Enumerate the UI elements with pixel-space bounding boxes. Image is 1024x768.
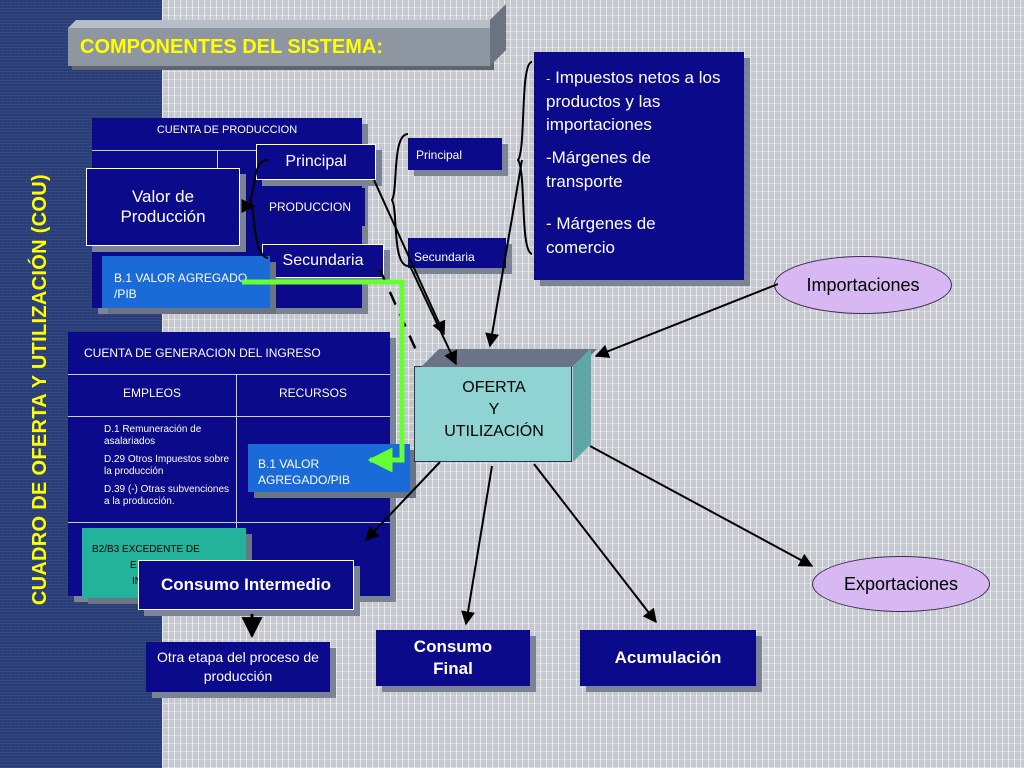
acumulacion-text: Acumulación (614, 648, 722, 667)
valor-agregado-bottom-text: B.1 VALOR AGREGADO/PIB (258, 457, 351, 487)
produccion-label: PRODUCCION (268, 200, 351, 214)
recursos-header: RECURSOS (278, 386, 347, 400)
valor-produccion-box: Valor de Producción (86, 168, 240, 246)
otra-etapa-box: Otra etapa del proceso de producción (146, 642, 330, 692)
small-secundaria-box: Secundaria (408, 238, 506, 268)
oferta-line-1: OFERTA (462, 379, 526, 396)
exportaciones-text: Exportaciones (843, 573, 959, 594)
produccion-label-box: PRODUCCION (255, 188, 365, 226)
oferta-line-3: UTILIZACIÓN (444, 423, 544, 440)
impuestos-item-1: Impuestos netos a los productos y las im… (546, 68, 721, 134)
generacion-item-d39: D.39 (-) Otras subvenciones a la producc… (104, 484, 230, 507)
impuestos-item-3: - Márgenes de comercio (546, 214, 656, 257)
consumo-intermedio-text: Consumo Intermedio (160, 575, 331, 594)
generacion-item-d29: D.29 Otros Impuestos sobre la producción (104, 454, 230, 477)
consumo-intermedio-box: Consumo Intermedio (138, 560, 354, 610)
principal-box: Principal (256, 144, 376, 180)
generacion-item-d1: D.1 Remuneración de asalariados (104, 424, 202, 447)
valor-agregado-top-text: B.1 VALOR AGREGADO /PIB (114, 271, 248, 301)
impuestos-item-2: -Márgenes de transporte (546, 148, 651, 191)
consumo-final-box: Consumo Final (376, 630, 530, 686)
oferta-utilizacion-box: OFERTA Y UTILIZACIÓN (414, 348, 597, 462)
valor-produccion-text: Valor de Producción (120, 187, 206, 226)
cuenta-produccion-header: CUENTA DE PRODUCCION (156, 124, 298, 136)
otra-etapa-text: Otra etapa del proceso de producción (157, 649, 319, 684)
importaciones-ellipse: Importaciones (774, 256, 952, 314)
vertical-title: CUADRO DE OFERTA Y UTILIZACIÓN (COU) (20, 120, 60, 660)
importaciones-text: Importaciones (806, 274, 920, 295)
secundaria-text: Secundaria (282, 252, 364, 269)
valor-agregado-top-box: B.1 VALOR AGREGADO /PIB (102, 256, 270, 308)
small-principal-text: Principal (416, 148, 463, 162)
impuestos-box: - Impuestos netos a los productos y las … (534, 52, 744, 280)
acumulacion-box: Acumulación (580, 630, 756, 686)
valor-agregado-bottom-box: B.1 VALOR AGREGADO/PIB (248, 444, 410, 492)
principal-text: Principal (285, 153, 347, 170)
consumo-final-text: Consumo Final (413, 637, 493, 678)
small-secundaria-text: Secundaria (414, 250, 475, 264)
exportaciones-ellipse: Exportaciones (812, 556, 990, 612)
small-principal-box: Principal (408, 138, 502, 170)
excedente-line-2: E (130, 560, 137, 571)
secundaria-box: Secundaria (262, 244, 384, 278)
excedente-line-1: B2/B3 EXCEDENTE DE (92, 544, 200, 555)
excedente-line-3: IN (132, 576, 142, 587)
vertical-title-text: CUADRO DE OFERTA Y UTILIZACIÓN (COU) (28, 174, 51, 606)
oferta-line-2: Y (488, 401, 500, 418)
empleos-header: EMPLEOS (122, 386, 182, 400)
cuenta-generacion-header: CUENTA DE GENERACION DEL INGRESO (84, 346, 321, 360)
title-box: COMPONENTES DEL SISTEMA: (68, 4, 506, 66)
impuestos-dash: - (546, 71, 551, 86)
page-title: COMPONENTES DEL SISTEMA: (80, 36, 383, 58)
